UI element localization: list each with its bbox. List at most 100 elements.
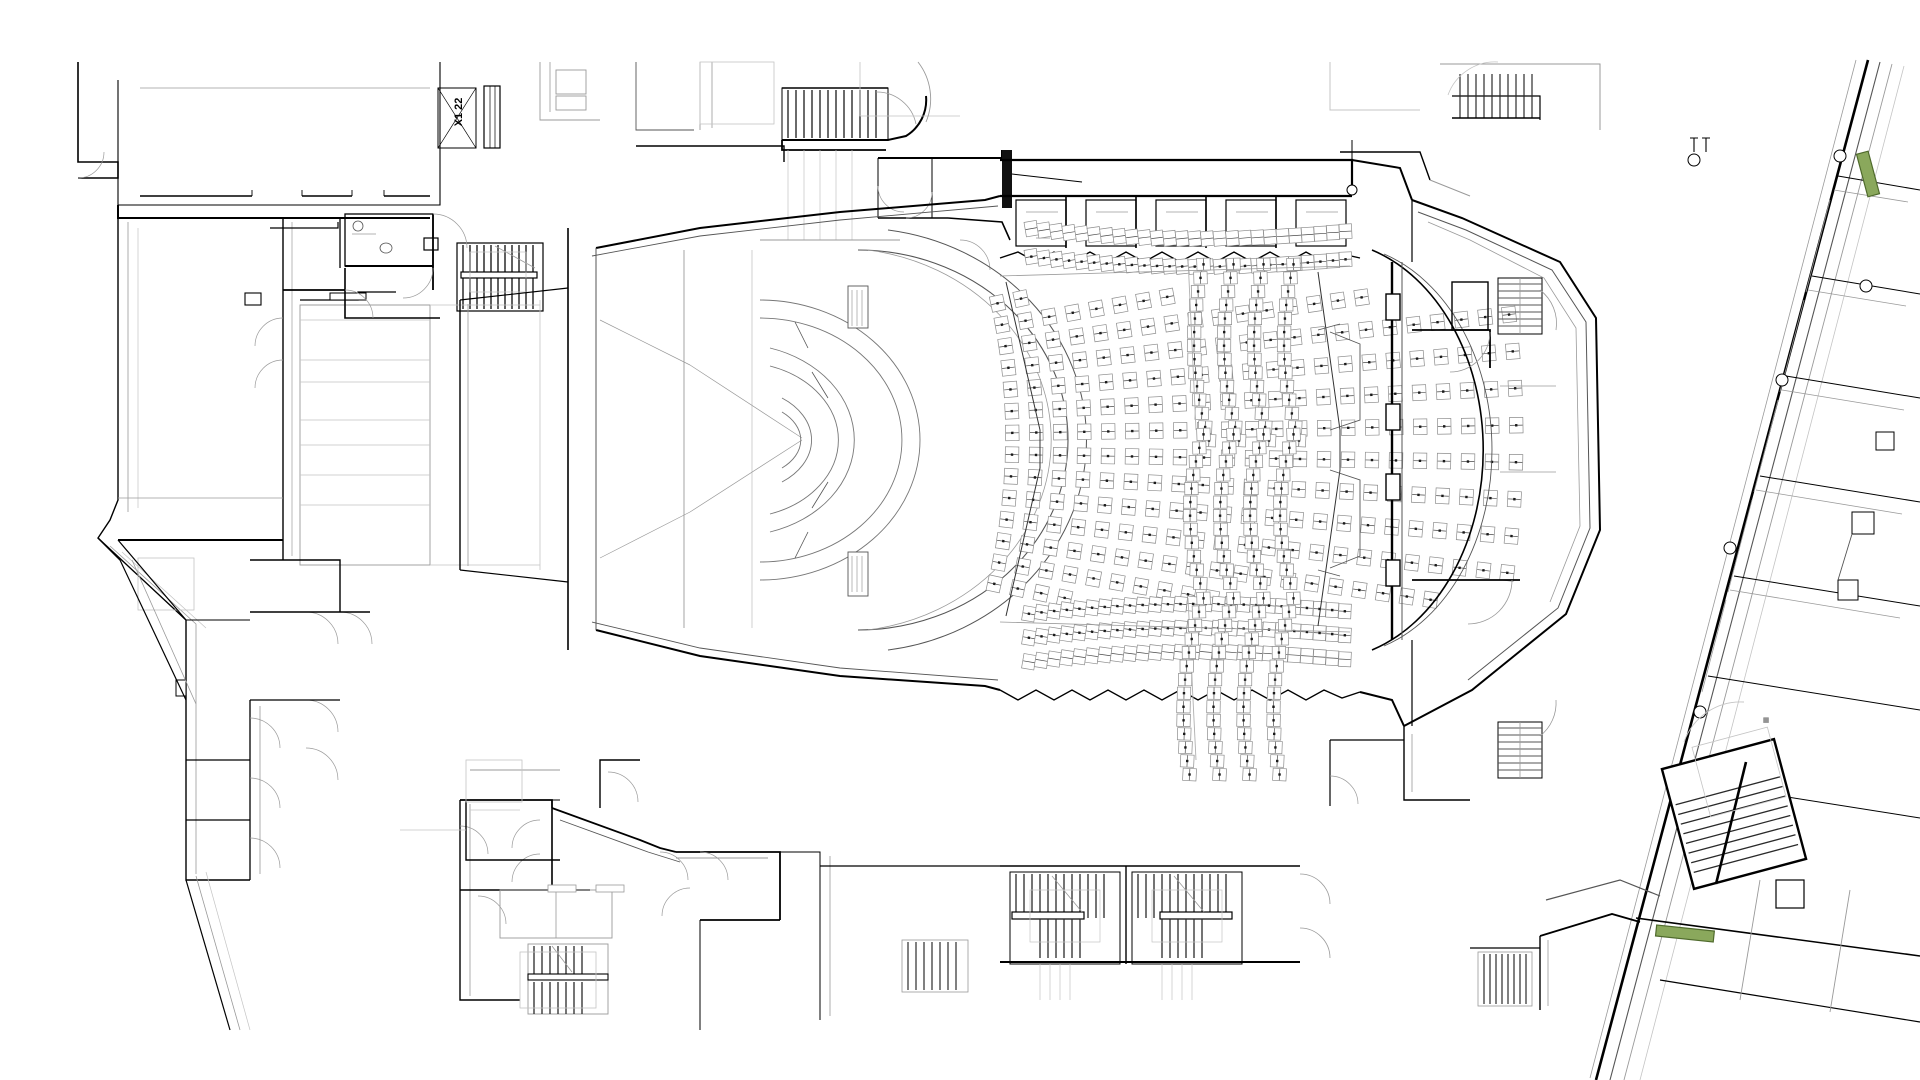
north-window-bay-wall [1000, 158, 1413, 248]
seat [1061, 565, 1079, 584]
seat [1187, 352, 1202, 366]
seat [1198, 643, 1214, 661]
seat [1073, 494, 1089, 513]
seat [1266, 727, 1282, 741]
seat [1111, 295, 1129, 315]
seat [1084, 647, 1100, 665]
seat [1267, 673, 1283, 687]
seat [1189, 298, 1204, 312]
seat [1274, 536, 1289, 550]
seat [1149, 422, 1164, 439]
seat [1507, 379, 1523, 397]
seat [1059, 625, 1075, 643]
seat [1177, 673, 1193, 687]
seat [1253, 271, 1268, 285]
seat [1243, 509, 1258, 523]
seat [1059, 649, 1075, 667]
east-annex-building: ▦ [1589, 59, 1920, 1080]
seat [1219, 298, 1234, 312]
seat [1207, 673, 1223, 687]
seat [1356, 548, 1373, 567]
seat [1236, 727, 1252, 741]
seat [1360, 516, 1376, 534]
seat [1361, 353, 1377, 371]
seat [1337, 627, 1352, 644]
seat [1068, 327, 1085, 346]
seat [1188, 366, 1203, 380]
seat [1501, 305, 1518, 324]
seat [1326, 224, 1340, 241]
seat [1239, 659, 1254, 673]
seat [1049, 492, 1065, 511]
seat [1247, 325, 1262, 339]
seat [1183, 522, 1198, 536]
seat [1097, 646, 1113, 664]
seat [1223, 644, 1239, 661]
seat [1266, 686, 1282, 700]
seat [1278, 454, 1294, 469]
grid-tag-label: X1 22 [453, 98, 465, 127]
seat [1305, 294, 1323, 313]
seat [1246, 468, 1261, 482]
seat [1244, 632, 1259, 646]
seat [1300, 254, 1315, 271]
seat [1033, 603, 1050, 621]
seat [1064, 303, 1082, 323]
seat [1274, 482, 1289, 496]
seat [1300, 226, 1315, 243]
seat [1221, 393, 1237, 407]
seat [1254, 406, 1270, 421]
seat [1092, 324, 1109, 343]
seat [1312, 624, 1327, 641]
stair-northwest [456, 242, 544, 312]
seat [1184, 632, 1199, 646]
seat [1171, 475, 1187, 493]
seat [1214, 536, 1229, 550]
seat [1281, 393, 1297, 407]
green-highlighted-door-north [1855, 150, 1881, 198]
seat [1076, 447, 1092, 464]
seat [1055, 588, 1074, 608]
seat [1250, 284, 1266, 299]
seat [1218, 454, 1234, 469]
seat [1209, 754, 1225, 768]
seat [1208, 740, 1223, 755]
auditorium-northeast-rooms [1340, 74, 1541, 197]
seat [1291, 480, 1307, 498]
seat [1433, 348, 1449, 366]
seat [1484, 417, 1500, 434]
seat [1148, 448, 1164, 466]
seat [1289, 359, 1306, 377]
seat [1160, 619, 1176, 637]
seat [1209, 659, 1224, 673]
seat [1123, 473, 1139, 491]
seat [1411, 384, 1427, 402]
seat [1174, 258, 1190, 275]
seat [1111, 227, 1127, 245]
seat [1100, 447, 1116, 465]
seat [1125, 422, 1140, 440]
seat [997, 337, 1014, 356]
seat [1266, 700, 1281, 714]
seat [1124, 256, 1140, 274]
seat [1135, 291, 1153, 311]
seat [1179, 659, 1194, 673]
seat [1117, 523, 1134, 542]
seat [1325, 602, 1340, 619]
east-service-rooms [1411, 200, 1557, 779]
seat [1214, 482, 1229, 496]
seat [1374, 584, 1392, 603]
seat [1337, 355, 1354, 373]
seat [1248, 366, 1263, 380]
seat [1012, 289, 1030, 309]
seat [1281, 605, 1297, 619]
seat [1329, 291, 1347, 310]
seat [1353, 288, 1370, 307]
seat [1475, 561, 1492, 580]
seat [1409, 349, 1425, 368]
seat [1184, 536, 1199, 550]
seat [1206, 700, 1221, 714]
seat [1216, 339, 1232, 353]
seat [1036, 221, 1052, 239]
